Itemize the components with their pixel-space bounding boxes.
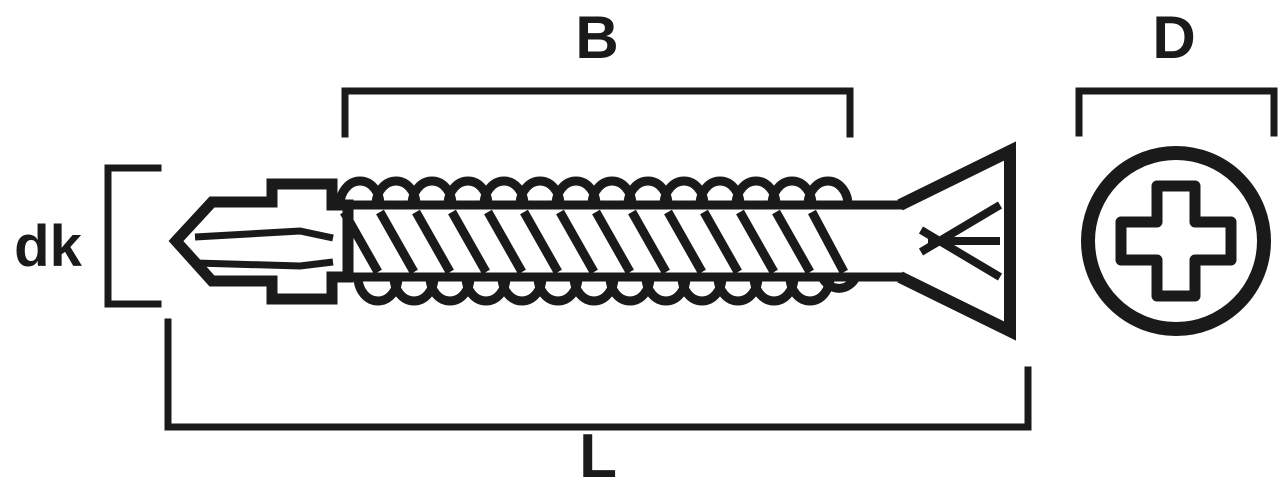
d-bracket-path <box>1075 87 1278 137</box>
dimension-label-b: B <box>575 4 618 71</box>
dk-bracket-path <box>104 164 162 308</box>
b-bracket-path <box>341 87 854 138</box>
countersunk-head <box>897 141 1016 341</box>
head-outline-circle <box>1081 146 1271 336</box>
drill-point-flute-line-lower <box>195 258 334 270</box>
drill-point-outline <box>168 178 354 305</box>
screw-side-view <box>168 141 1016 341</box>
dimension-bracket-d <box>1075 87 1278 137</box>
dimension-bracket-dk <box>104 164 162 308</box>
thread-crests-top <box>335 176 853 210</box>
phillips-cross-icon <box>1115 180 1237 302</box>
dimension-bracket-b <box>341 87 854 138</box>
thread-crests-bottom <box>353 272 861 306</box>
dimension-bracket-l <box>164 318 1032 431</box>
head-end-view <box>1081 146 1271 336</box>
dimension-label-l: L <box>579 422 617 491</box>
head-recess-line-lower <box>918 226 1003 281</box>
dimension-label-d: D <box>1152 4 1195 71</box>
drill-point-assembly <box>168 178 354 305</box>
drill-point-flute-line-upper <box>194 227 334 242</box>
l-bracket-path <box>164 318 1032 431</box>
countersunk-head-outline <box>897 141 1016 341</box>
thread-helix <box>335 176 905 306</box>
thread-flank-lines <box>340 209 848 275</box>
dimension-label-dk: dk <box>14 214 82 279</box>
